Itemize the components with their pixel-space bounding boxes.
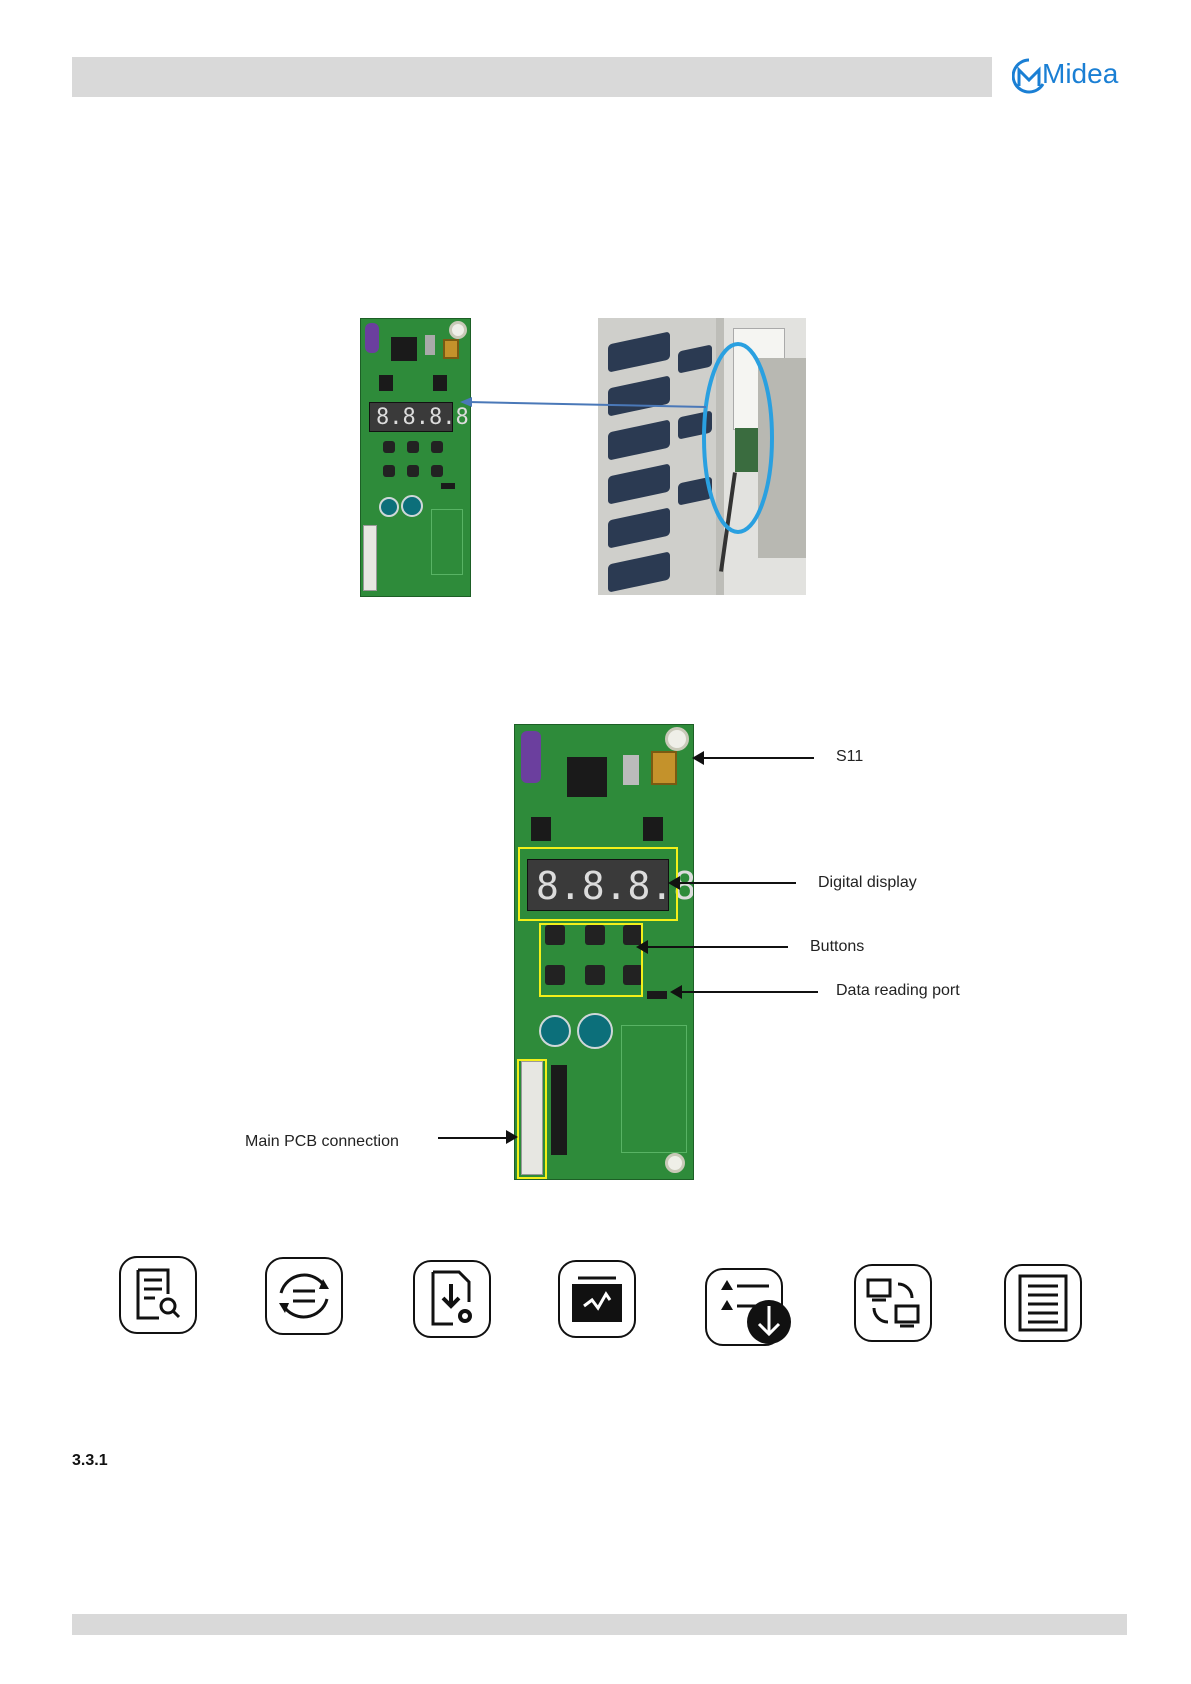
refresh-icon[interactable] xyxy=(265,1257,343,1335)
monitor-signal-icon[interactable] xyxy=(558,1260,636,1338)
s11-label: S11 xyxy=(836,748,863,766)
main-pcb-highlight xyxy=(517,1059,547,1179)
link-arrow xyxy=(458,394,708,418)
search-document-icon[interactable] xyxy=(119,1256,197,1334)
section-number: 3.3.1 xyxy=(72,1452,108,1470)
footer-bar xyxy=(72,1614,1127,1635)
buttons-highlight xyxy=(539,923,643,997)
digital-display-label: Digital display xyxy=(818,874,917,892)
main-pcb-connection-label: Main PCB connection xyxy=(245,1133,399,1151)
brand-name: Midea xyxy=(1042,58,1118,90)
display-highlight xyxy=(518,847,678,921)
header-bar xyxy=(72,57,992,97)
pcb-photo-small: 8.8.8.8 xyxy=(360,318,471,597)
pcb-photo-large: 8.8.8.8 xyxy=(514,724,694,1180)
buttons-label: Buttons xyxy=(810,938,864,956)
download-settings-icon[interactable] xyxy=(413,1260,491,1338)
data-reading-port-label: Data reading port xyxy=(836,982,960,1000)
swap-screens-icon[interactable] xyxy=(854,1264,932,1342)
warning-list-download-icon[interactable] xyxy=(705,1268,783,1346)
midea-logo-icon xyxy=(1012,56,1046,96)
outdoor-unit-photo xyxy=(598,318,806,595)
document-list-icon[interactable] xyxy=(1004,1264,1082,1342)
highlight-circle xyxy=(698,338,778,538)
midea-logo: Midea xyxy=(1012,56,1122,98)
